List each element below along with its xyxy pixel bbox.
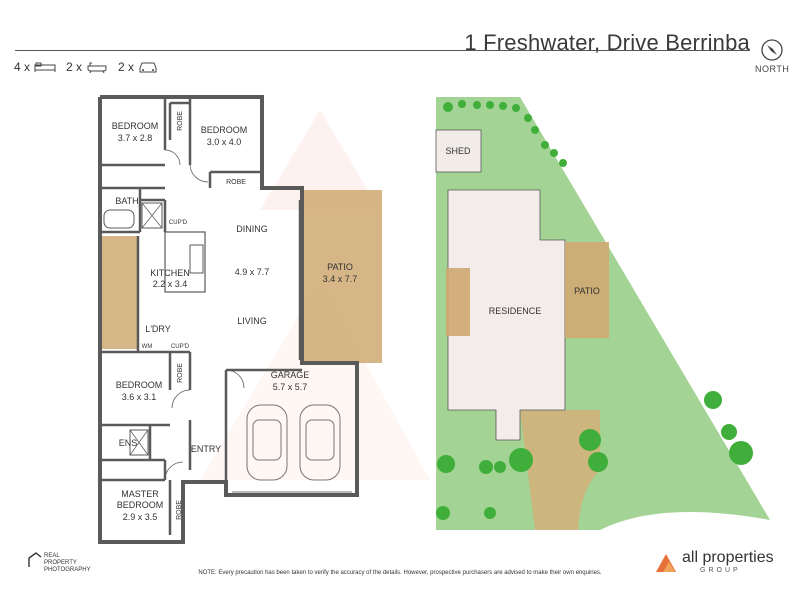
living-label: LIVING xyxy=(237,316,267,326)
kitchen-bench xyxy=(164,231,206,293)
shower xyxy=(141,202,163,229)
cupd2-label: CUP'D xyxy=(171,344,190,350)
bath-label: BATH xyxy=(115,196,138,206)
shed-label: SHED xyxy=(445,146,471,156)
watermark-mark xyxy=(260,110,380,210)
bedrooms-count: 4 x xyxy=(14,60,56,74)
robe3-label: ROBE xyxy=(177,363,184,383)
living-size: 4.9 x 7.7 xyxy=(235,267,270,277)
carspaces-count-text: 2 x xyxy=(118,60,135,74)
exterior-walls xyxy=(98,95,359,544)
kitchen-size: 2.2 x 3.4 xyxy=(153,279,188,289)
bedroom3-size: 3.6 x 3.1 xyxy=(122,392,157,402)
bedroom2-size: 3.0 x 4.0 xyxy=(207,137,242,147)
residence-label: RESIDENCE xyxy=(489,306,542,316)
patio-block xyxy=(565,242,609,338)
all-properties-logo-icon xyxy=(656,554,676,572)
wm-label: WM xyxy=(142,344,153,350)
robe2-label: ROBE xyxy=(226,179,246,186)
all-properties-logo: all properties xyxy=(682,549,774,566)
title-rule xyxy=(15,50,750,51)
laundry-label: L'DRY xyxy=(145,324,171,334)
patio-size: 3.4 x 7.7 xyxy=(323,274,358,284)
bathtub xyxy=(103,209,135,229)
watermark-mark xyxy=(200,280,430,480)
trees xyxy=(436,100,753,520)
real-property-logo-icon xyxy=(28,552,42,567)
bedrooms-count-text: 4 x xyxy=(14,60,31,74)
north-label: NORTH xyxy=(755,64,790,74)
entry-label: ENTRY xyxy=(191,444,221,454)
garage-label: GARAGE xyxy=(271,370,310,380)
logo-line: REAL xyxy=(44,553,60,559)
garage-size: 5.7 x 5.7 xyxy=(273,382,308,392)
bedroom1-label: BEDROOM xyxy=(112,121,159,131)
car-icon xyxy=(139,62,157,72)
bathrooms-count: 2 x xyxy=(66,60,108,74)
bathrooms-count-text: 2 x xyxy=(66,60,83,74)
garage-cars xyxy=(246,404,341,481)
side-patio-area xyxy=(100,236,138,349)
patio-area xyxy=(302,190,382,363)
site-patio-label: PATIO xyxy=(574,286,600,296)
interior-walls xyxy=(100,97,302,535)
carspaces-count: 2 x xyxy=(118,60,158,74)
bedroom2-label: BEDROOM xyxy=(201,125,248,135)
door-swings xyxy=(164,149,245,481)
bath-icon xyxy=(87,62,107,73)
compass-icon xyxy=(761,39,783,61)
logo-line: PHOTOGRAPHY xyxy=(44,567,91,573)
dining-label: DINING xyxy=(236,224,268,234)
robe4-label: ROBE xyxy=(176,500,183,520)
kitchen-sink xyxy=(189,244,204,274)
patio-label: PATIO xyxy=(327,262,353,272)
side-patio-block xyxy=(446,268,470,336)
cupd1-label: CUP'D xyxy=(169,220,188,226)
robe1-label: ROBE xyxy=(177,111,184,131)
kitchen-label: KITCHEN xyxy=(150,268,190,278)
disclaimer-note: NOTE: Every precaution has been taken to… xyxy=(198,570,602,576)
master-label-1: MASTER xyxy=(121,489,159,499)
bed-icon xyxy=(34,62,56,72)
bedroom1-size: 3.7 x 2.8 xyxy=(118,133,153,143)
bedroom3-label: BEDROOM xyxy=(116,380,163,390)
shed-block xyxy=(435,129,482,173)
residence-block xyxy=(447,189,566,441)
ensuite-label: ENS xyxy=(119,438,138,448)
real-property-logo: REAL PROPERTY PHOTOGRAPHY xyxy=(44,553,91,574)
master-size: 2.9 x 3.5 xyxy=(123,512,158,522)
ensuite-shower xyxy=(129,429,149,456)
master-label-2: BEDROOM xyxy=(117,500,164,510)
all-properties-logo-sub: GROUP xyxy=(700,567,741,574)
logo-line: PROPERTY xyxy=(44,560,77,566)
